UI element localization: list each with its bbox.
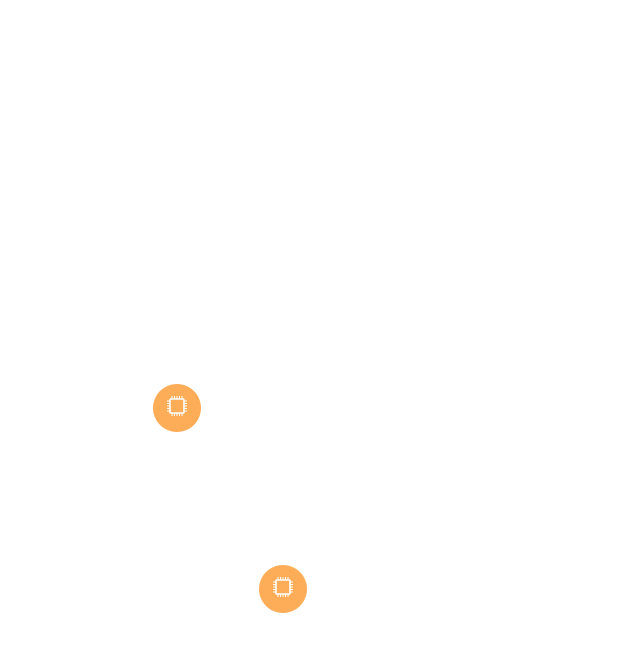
cpu-node-2[interactable] [259,565,307,613]
cpu-chip-icon [163,392,191,425]
cpu-chip-icon [269,573,297,606]
cpu-node-1[interactable] [153,384,201,432]
